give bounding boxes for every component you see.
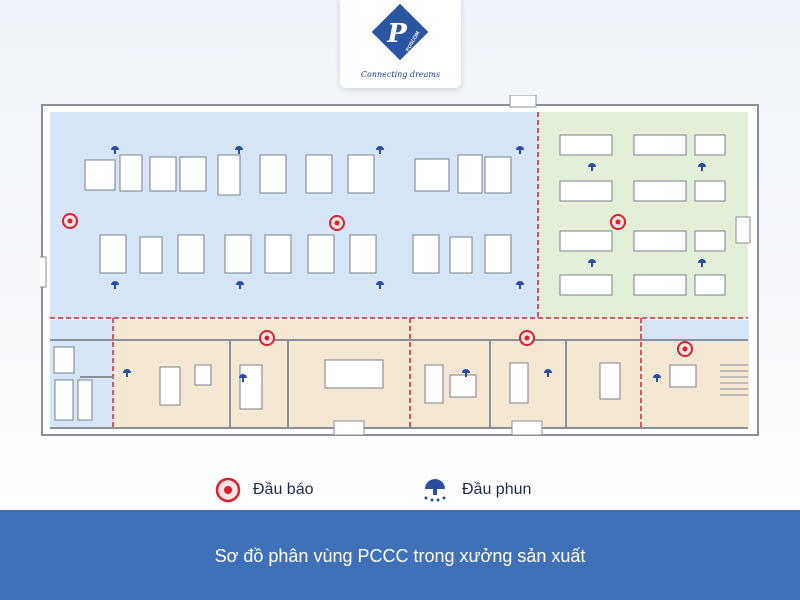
legend-alarm: Đầu báo bbox=[215, 477, 314, 503]
sprinkler-head-icon bbox=[462, 369, 470, 377]
stairs bbox=[720, 364, 748, 396]
alarm-head-icon bbox=[259, 330, 275, 346]
alarm-heads bbox=[62, 213, 693, 357]
sprinkler-head-icon bbox=[239, 374, 247, 382]
sprinkler-head-icon bbox=[376, 146, 384, 154]
machine-row-top bbox=[84, 154, 512, 196]
machine-row-bottom bbox=[99, 234, 512, 274]
alarm-head-icon bbox=[62, 213, 78, 229]
floor-plan-drawing bbox=[31, 94, 759, 436]
door-bottom-right bbox=[511, 420, 543, 436]
alarm-head-icon bbox=[677, 341, 693, 357]
alarm-head-icon bbox=[519, 330, 535, 346]
sprinkler-head-icon bbox=[516, 146, 524, 154]
sprinkler-heads bbox=[111, 146, 706, 382]
sprinkler-head-icon bbox=[123, 369, 131, 377]
sprinkler-head-icon bbox=[111, 146, 119, 154]
hall-zone-right bbox=[641, 320, 749, 342]
door-right bbox=[735, 216, 751, 244]
legend-sprinkler-label: Đầu phun bbox=[462, 481, 532, 498]
sprinkler-head-icon bbox=[424, 479, 446, 502]
sprinkler-head-icon bbox=[698, 163, 706, 171]
fire-zone-boundaries bbox=[50, 112, 748, 428]
interior-walls bbox=[50, 339, 748, 429]
alarm-head-icon bbox=[215, 477, 241, 503]
sprinkler-head-icon bbox=[588, 163, 596, 171]
door-bottom-left bbox=[333, 420, 365, 436]
storage-racks bbox=[559, 134, 726, 296]
caption-banner: Sơ đồ phân vùng PCCC trong xưởng sản xuấ… bbox=[0, 510, 800, 600]
sprinkler-head-icon bbox=[236, 281, 244, 289]
restroom-fixtures bbox=[53, 346, 93, 421]
sprinkler-head-icon bbox=[516, 281, 524, 289]
sprinkler-head-icon bbox=[698, 259, 706, 267]
legend-alarm-label: Đầu báo bbox=[253, 481, 314, 498]
caption-title: Sơ đồ phân vùng PCCC trong xưởng sản xuấ… bbox=[214, 546, 586, 566]
door-left bbox=[31, 256, 47, 288]
sprinkler-head-icon bbox=[376, 281, 384, 289]
production-zone bbox=[50, 112, 538, 318]
floor-plan bbox=[31, 94, 760, 445]
legend-sprinkler: Đầu phun bbox=[420, 477, 531, 503]
sprinkler-head-icon bbox=[544, 369, 552, 377]
sprinkler-head-icon bbox=[235, 146, 243, 154]
alarm-head-icon bbox=[329, 215, 345, 231]
brand-logo: P POSCOM Connecting dreams bbox=[340, 0, 461, 88]
sprinkler-head-icon bbox=[111, 281, 119, 289]
poscom-emblem: P POSCOM bbox=[371, 3, 429, 61]
brand-letter: P bbox=[386, 19, 408, 49]
sprinkler-head-icon bbox=[588, 259, 596, 267]
door-top bbox=[509, 94, 537, 108]
office-furniture bbox=[159, 359, 697, 410]
brand-tagline: Connecting dreams bbox=[360, 70, 441, 79]
sprinkler-head-icon bbox=[653, 374, 661, 382]
alarm-head-icon bbox=[610, 214, 626, 230]
